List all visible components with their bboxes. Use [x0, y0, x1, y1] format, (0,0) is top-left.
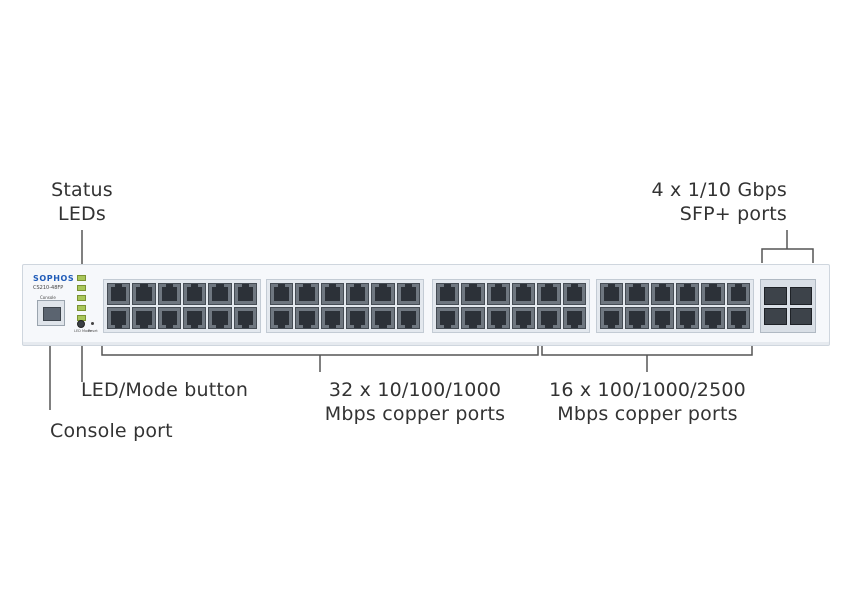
rj45-port-icon[interactable]: [208, 307, 232, 329]
mode-label: LED Mode: [74, 329, 92, 333]
rj45-port-icon[interactable]: [512, 283, 536, 305]
rj45-port-icon[interactable]: [270, 283, 294, 305]
rj45-port-icon[interactable]: [295, 283, 319, 305]
rj45-port-icon[interactable]: [650, 283, 674, 305]
callout-status-leds-line2: LEDs: [58, 203, 106, 225]
rj45-port-icon[interactable]: [371, 307, 395, 329]
rj45-port-icon[interactable]: [371, 283, 395, 305]
rj45-port-icon[interactable]: [132, 283, 156, 305]
sfp-port-block: [760, 279, 816, 333]
rj45-port-icon[interactable]: [486, 307, 510, 329]
status-led-icon: [77, 295, 86, 301]
rj45-port-icon[interactable]: [600, 283, 624, 305]
callout-copper-25g-line2: Mbps copper ports: [557, 403, 738, 425]
rj45-port-icon[interactable]: [625, 307, 649, 329]
rj45-port-icon[interactable]: [396, 307, 420, 329]
rj45-port-icon[interactable]: [600, 307, 624, 329]
rj45-port-icon[interactable]: [183, 307, 207, 329]
rj45-port-icon[interactable]: [726, 283, 750, 305]
callout-sfp-ports-line2: SFP+ ports: [679, 203, 787, 225]
rj45-port-icon[interactable]: [650, 307, 674, 329]
rj45-port-icon[interactable]: [107, 307, 131, 329]
rj45-port-icon[interactable]: [562, 283, 586, 305]
rj45-port-icon[interactable]: [676, 283, 700, 305]
port-bank-2: [266, 279, 424, 333]
callout-copper-1g-line2: Mbps copper ports: [324, 403, 506, 425]
port-bank-1: [103, 279, 261, 333]
status-led-icon: [77, 275, 86, 281]
rj45-port-icon[interactable]: [233, 307, 257, 329]
sfp-cage-icon[interactable]: [764, 287, 787, 305]
rj45-port-icon[interactable]: [233, 283, 257, 305]
status-led-column: [77, 275, 86, 325]
callout-copper-25g: 16 x 100/1000/2500 Mbps copper ports: [530, 378, 765, 426]
callout-status-leds: Status LEDs: [42, 178, 122, 226]
rj45-port-icon[interactable]: [157, 307, 181, 329]
callout-status-leds-line1: Status: [51, 179, 113, 201]
rj45-port-icon[interactable]: [320, 307, 344, 329]
callout-sfp-ports-line1: 4 x 1/10 Gbps: [651, 179, 787, 201]
rj45-port-icon[interactable]: [512, 307, 536, 329]
rj45-port-icon[interactable]: [701, 307, 725, 329]
rj45-port-icon[interactable]: [461, 307, 485, 329]
switch-chassis: SOPHOS CS210-48FP Console LED Mode Reset: [22, 264, 830, 346]
rj45-port-icon[interactable]: [157, 283, 181, 305]
callout-copper-1g: 32 x 10/100/1000 Mbps copper ports: [300, 378, 530, 426]
rj45-port-icon[interactable]: [270, 307, 294, 329]
callout-sfp-ports: 4 x 1/10 Gbps SFP+ ports: [600, 178, 787, 226]
rj45-port-icon[interactable]: [436, 307, 460, 329]
reset-label: Reset: [88, 329, 98, 333]
callout-led-mode-button: LED/Mode button: [81, 379, 249, 401]
rj45-port-icon[interactable]: [183, 283, 207, 305]
rj45-port-icon[interactable]: [132, 307, 156, 329]
port-bank-4: [596, 279, 754, 333]
led-mode-button[interactable]: [77, 320, 85, 328]
rj45-port-icon[interactable]: [346, 307, 370, 329]
console-port-icon[interactable]: [37, 300, 65, 326]
rj45-port-icon[interactable]: [107, 283, 131, 305]
rj45-port-icon[interactable]: [396, 283, 420, 305]
rj45-port-icon[interactable]: [208, 283, 232, 305]
callout-console-port: Console port: [50, 420, 173, 442]
model-label: CS210-48FP: [33, 285, 64, 291]
rj45-port-icon[interactable]: [562, 307, 586, 329]
sfp-cage-icon[interactable]: [764, 307, 787, 325]
rj45-port-icon[interactable]: [537, 307, 561, 329]
sfp-cage-icon[interactable]: [789, 287, 812, 305]
rj45-port-icon[interactable]: [461, 283, 485, 305]
rj45-port-icon[interactable]: [726, 307, 750, 329]
rj45-port-icon[interactable]: [346, 283, 370, 305]
reset-button[interactable]: [91, 322, 94, 325]
leader-sfp-bracket: [761, 248, 814, 263]
port-bank-3: [432, 279, 590, 333]
rj45-port-icon[interactable]: [701, 283, 725, 305]
rj45-port-icon[interactable]: [436, 283, 460, 305]
callout-copper-1g-line1: 32 x 10/100/1000: [328, 379, 502, 401]
rj45-port-icon[interactable]: [320, 283, 344, 305]
brand-logo: SOPHOS: [33, 274, 75, 283]
status-led-icon: [77, 285, 86, 291]
rj45-port-icon[interactable]: [625, 283, 649, 305]
rj45-port-icon[interactable]: [676, 307, 700, 329]
rj45-port-icon[interactable]: [537, 283, 561, 305]
console-label: Console: [40, 295, 56, 300]
status-led-icon: [77, 305, 86, 311]
rj45-port-icon[interactable]: [486, 283, 510, 305]
callout-copper-25g-line1: 16 x 100/1000/2500: [549, 379, 746, 401]
sfp-cage-icon[interactable]: [789, 307, 812, 325]
rj45-port-icon[interactable]: [295, 307, 319, 329]
